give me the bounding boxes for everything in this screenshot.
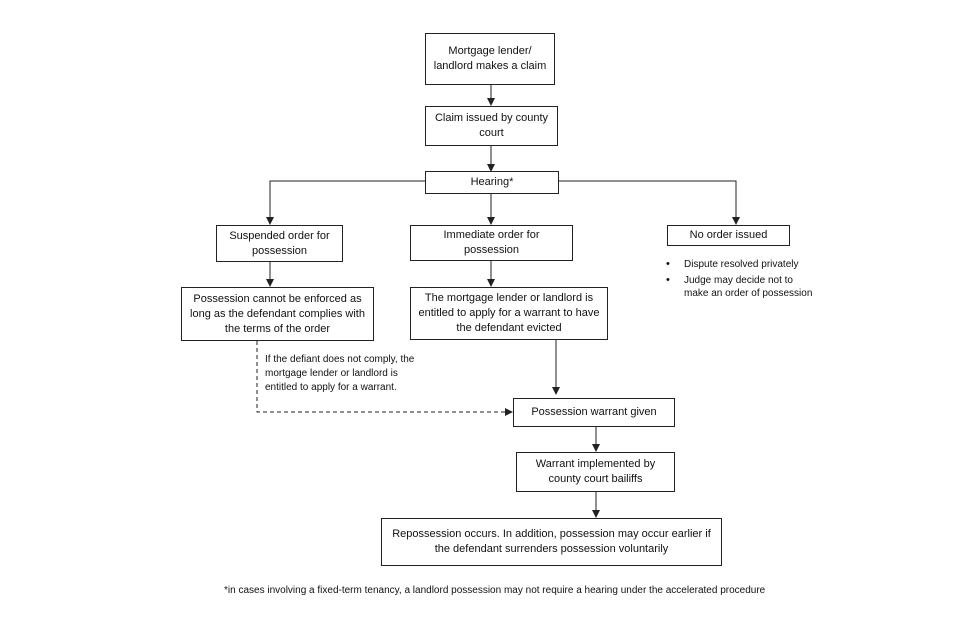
node-no-order: No order issued [667, 225, 790, 246]
node-repossession: Repossession occurs. In addition, posses… [381, 518, 722, 566]
no-order-notes: Dispute resolved privately Judge may dec… [664, 258, 814, 300]
dashed-arrow-to-warrant [256, 341, 513, 416]
footnote: *in cases involving a fixed-term tenancy… [224, 585, 766, 596]
node-immediate-order: Immediate order for possession [410, 225, 573, 261]
node-lender-entitled: The mortgage lender or landlord is entit… [410, 287, 608, 340]
node-claim: Mortgage lender/ landlord makes a claim [425, 33, 555, 85]
node-claim-issued: Claim issued by county court [425, 106, 558, 146]
arrow-hearing-to-suspended [266, 180, 425, 225]
no-order-note: Dispute resolved privately [664, 258, 814, 271]
node-warrant-given: Possession warrant given [513, 398, 675, 427]
no-order-note: Judge may decide not to make an order of… [664, 274, 814, 300]
node-suspended-order: Suspended order for possession [216, 225, 343, 262]
node-cannot-enforce: Possession cannot be enforced as long as… [181, 287, 374, 341]
node-hearing: Hearing* [425, 171, 559, 194]
node-warrant-implemented: Warrant implemented by county court bail… [516, 452, 675, 492]
arrow-hearing-to-no-order [559, 180, 740, 225]
dashed-path-note: If the defiant does not comply, the mort… [265, 354, 415, 393]
